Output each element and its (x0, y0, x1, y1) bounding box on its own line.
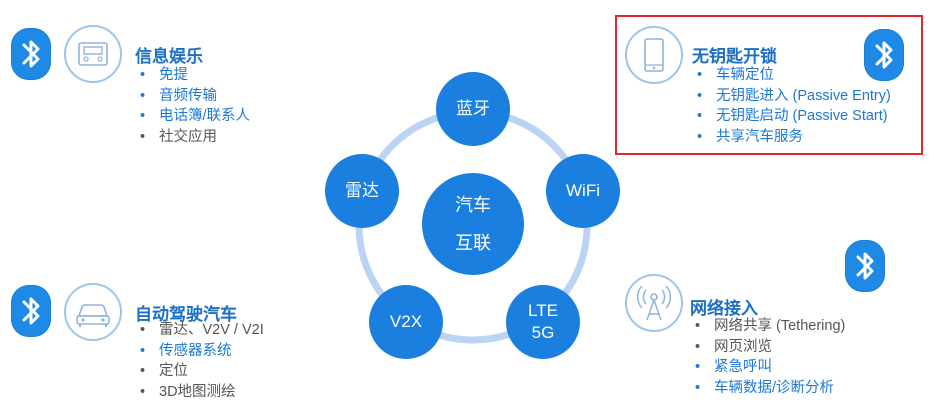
list-item: 网页浏览 (693, 337, 845, 358)
infotainment-list: 免提 音频传输 电话簿/联系人 社交应用 (138, 65, 250, 147)
list-item: 免提 (138, 65, 250, 86)
autonomous-list: 雷达、V2V / V2I 传感器系统 定位 3D地图测绘 (138, 320, 264, 402)
hub-node-lte: LTE 5G (506, 285, 580, 359)
hub-center-node: 汽车 互联 (422, 173, 524, 275)
infotainment-title: 信息娱乐 (135, 47, 203, 66)
keyless-title: 无钥匙开锁 (692, 47, 777, 66)
list-item: 共享汽车服务 (695, 127, 891, 148)
list-item: 3D地图测绘 (138, 382, 264, 403)
keyless-highlight-box (615, 15, 923, 155)
bluetooth-icon (11, 28, 51, 80)
smartphone-icon (625, 26, 683, 84)
list-item: 无钥匙进入 (Passive Entry) (695, 86, 891, 107)
list-item: 电话簿/联系人 (138, 106, 250, 127)
hub-node-v2x: V2X (369, 285, 443, 359)
network-list: 网络共享 (Tethering) 网页浏览 紧急呼叫 车辆数据/诊断分析 (693, 316, 845, 398)
car-radio-icon (64, 25, 122, 83)
bluetooth-icon (11, 285, 51, 337)
list-item: 雷达、V2V / V2I (138, 320, 264, 341)
keyless-list: 车辆定位 无钥匙进入 (Passive Entry) 无钥匙启动 (Passiv… (695, 65, 891, 147)
hub-node-wifi: WiFi (546, 154, 620, 228)
hub-node-radar: 雷达 (325, 154, 399, 228)
list-item: 紧急呼叫 (693, 357, 845, 378)
network-title: 网络接入 (690, 299, 758, 318)
bluetooth-icon (845, 240, 885, 292)
list-item: 传感器系统 (138, 341, 264, 362)
hub-node-bluetooth: 蓝牙 (436, 72, 510, 146)
list-item: 社交应用 (138, 127, 250, 148)
list-item: 网络共享 (Tethering) (693, 316, 845, 337)
list-item: 车辆定位 (695, 65, 891, 86)
antenna-tower-icon (625, 274, 683, 332)
list-item: 无钥匙启动 (Passive Start) (695, 106, 891, 127)
car-front-icon (64, 283, 122, 341)
list-item: 车辆数据/诊断分析 (693, 378, 845, 399)
list-item: 定位 (138, 361, 264, 382)
list-item: 音频传输 (138, 86, 250, 107)
